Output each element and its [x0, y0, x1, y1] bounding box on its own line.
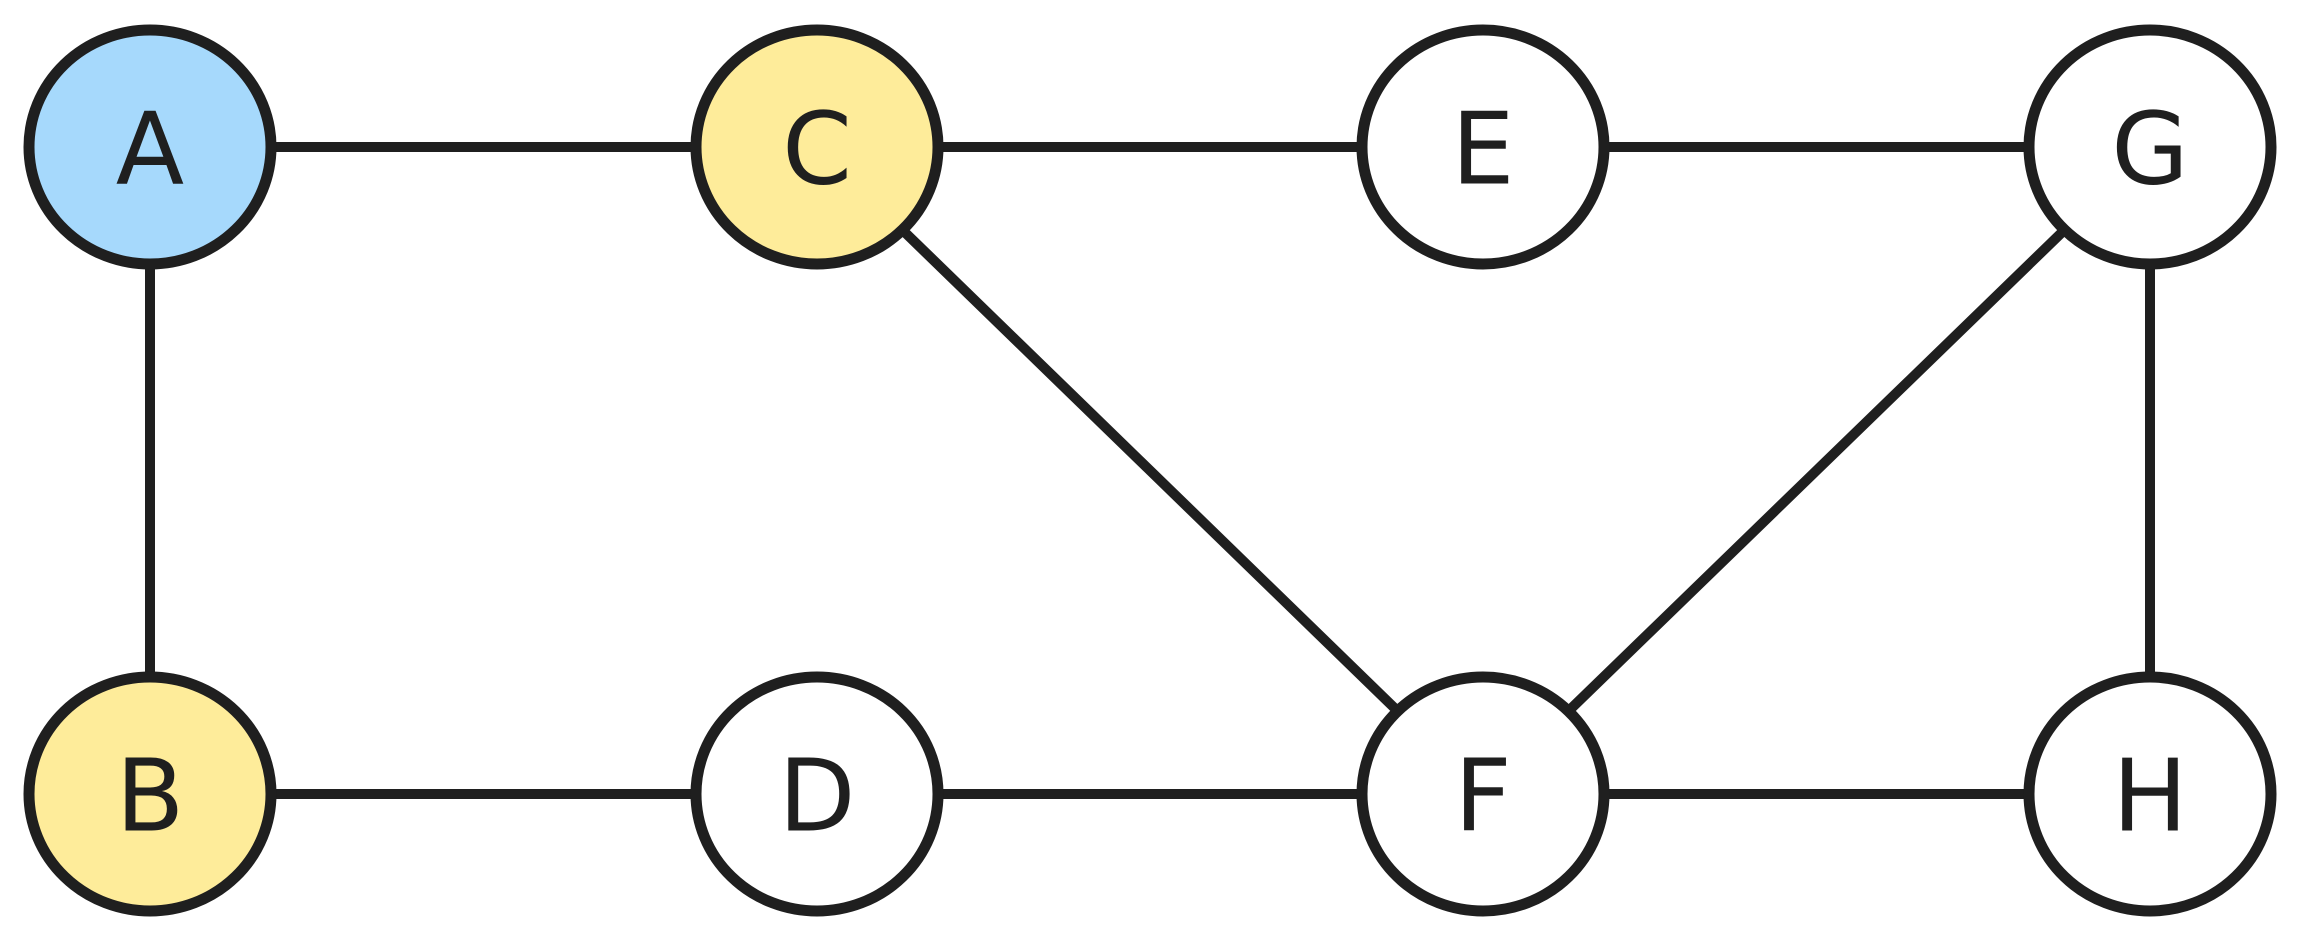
nodes-layer: A C E G B D F H	[23, 24, 2277, 917]
node-circle	[1356, 671, 1610, 917]
node-b: B	[23, 671, 277, 917]
node-circle	[23, 24, 277, 270]
node-label: B	[116, 738, 185, 855]
edge-g-f	[1479, 143, 2154, 798]
node-circle	[2023, 671, 2277, 917]
node-label: D	[778, 738, 855, 855]
node-e: E	[1356, 24, 1610, 270]
node-g: G	[2023, 24, 2277, 270]
node-label: E	[1451, 91, 1514, 208]
node-c: C	[690, 24, 944, 270]
node-h: H	[2023, 671, 2277, 917]
node-circle	[690, 24, 944, 270]
node-d: D	[690, 671, 944, 917]
node-label: F	[1454, 738, 1512, 855]
node-circle	[23, 671, 277, 917]
edge-c-f	[813, 143, 1487, 798]
node-label: A	[116, 91, 184, 208]
node-label: C	[782, 91, 852, 208]
node-circle	[1356, 24, 1610, 270]
node-circle	[2023, 24, 2277, 270]
node-label: H	[2112, 738, 2187, 855]
node-a: A	[23, 24, 277, 270]
node-circle	[690, 671, 944, 917]
node-label: G	[2111, 91, 2189, 208]
node-f: F	[1356, 671, 1610, 917]
